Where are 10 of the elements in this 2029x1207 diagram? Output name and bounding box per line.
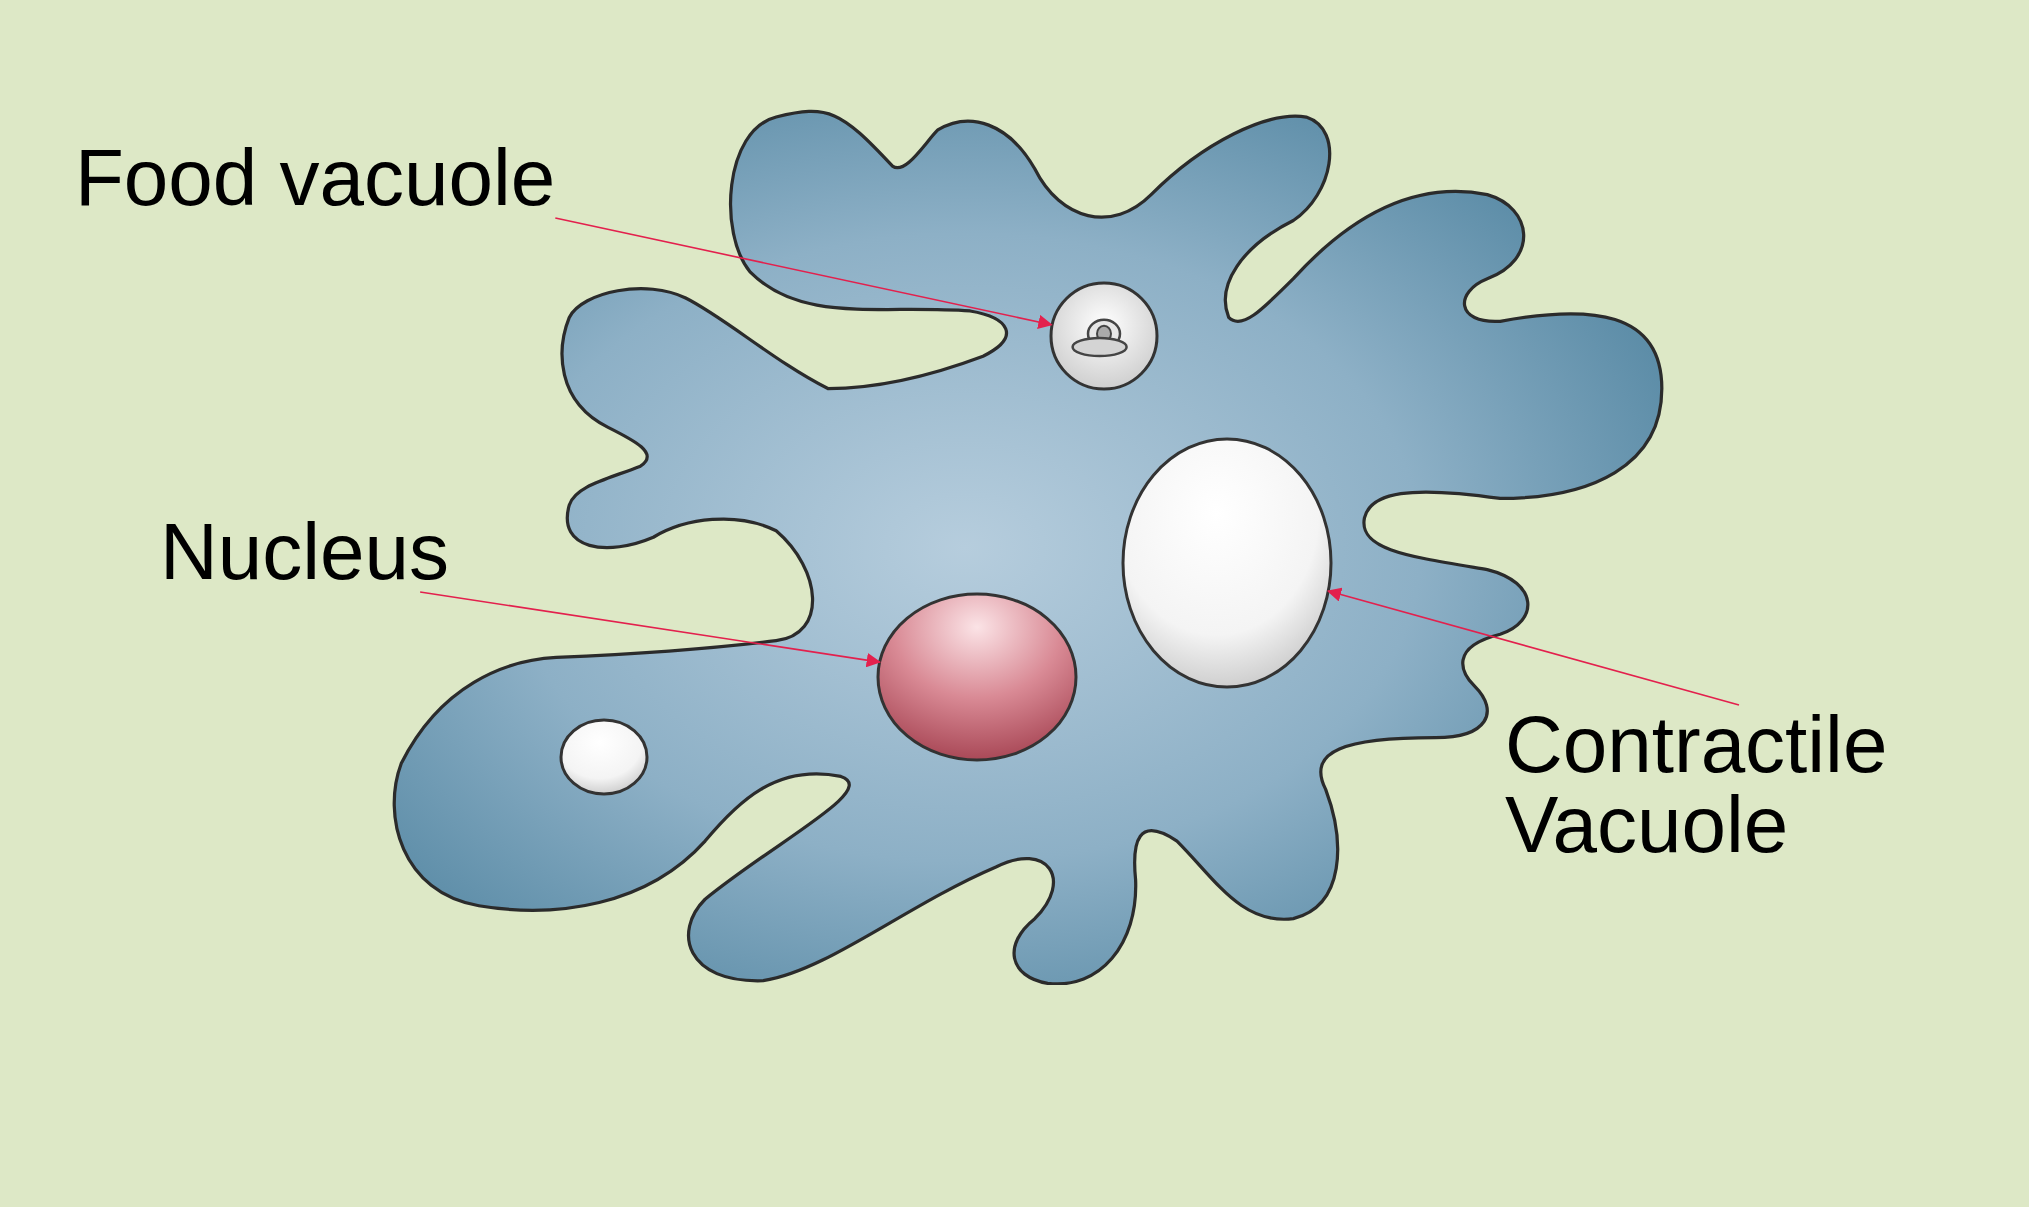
food-vacuole [1049, 281, 1159, 391]
leader-line [1326, 587, 1740, 706]
contractile-vacuole [1121, 437, 1333, 689]
vacuole [559, 718, 649, 796]
leader-line [419, 591, 882, 668]
part-label: Food vacuole [75, 138, 556, 218]
leader-line [554, 217, 1053, 329]
nucleus [876, 592, 1078, 762]
part-label: Contractile Vacuole [1505, 705, 2025, 865]
part-label: Nucleus [160, 512, 450, 592]
